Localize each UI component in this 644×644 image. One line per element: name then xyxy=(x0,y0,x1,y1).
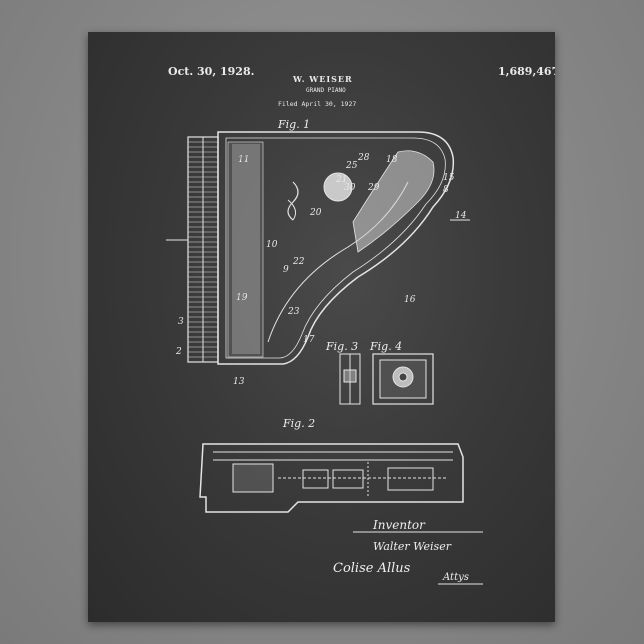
reference-numeral: 8 xyxy=(443,185,449,195)
reference-numeral: 22 xyxy=(292,257,305,267)
fig4-caption: Fig. 4 xyxy=(369,340,402,353)
reference-numeral: 16 xyxy=(404,295,416,305)
reference-numeral: 10 xyxy=(266,240,278,250)
fig1-caption: Fig. 1 xyxy=(277,118,310,131)
fig2-caption: Fig. 2 xyxy=(282,417,315,430)
fig3-caption: Fig. 3 xyxy=(325,340,358,353)
fig4-detail xyxy=(373,354,433,404)
reference-numeral: 18 xyxy=(386,155,398,165)
attorney-signature: Colise Allus xyxy=(333,561,411,576)
reference-numeral: 2 xyxy=(175,347,182,357)
reference-numeral: 13 xyxy=(233,377,245,387)
reference-numeral: 3 xyxy=(178,317,184,327)
inventor-signature: Walter Weiser xyxy=(373,540,452,553)
reference-numeral: 19 xyxy=(236,293,248,303)
reference-numeral: 29 xyxy=(367,183,380,193)
reference-numeral: 11 xyxy=(238,155,249,165)
patent-drawing: Fig. 1 Fig. 2 Fig. 3 Fig. 4 112825182130… xyxy=(88,32,555,622)
reference-numeral: 9 xyxy=(283,265,289,275)
fig1-piano-top-view xyxy=(166,132,470,364)
fig2-side-view xyxy=(200,444,463,512)
reference-numeral: 25 xyxy=(345,161,358,171)
signature-block: Inventor Walter Weiser Colise Allus Atty… xyxy=(333,518,483,584)
attorney-label: Attys xyxy=(442,572,469,583)
reference-numeral: 23 xyxy=(287,307,300,317)
reference-numeral: 15 xyxy=(443,173,455,183)
reference-numeral: 20 xyxy=(309,208,322,218)
inventor-heading: Inventor xyxy=(372,518,426,532)
patent-poster: Oct. 30, 1928. 1,689,467 W. WEISER GRAND… xyxy=(88,32,555,622)
fig3-detail xyxy=(340,354,360,404)
reference-numeral: 28 xyxy=(357,153,370,163)
reference-numeral: 17 xyxy=(303,335,315,345)
reference-numeral: 30 xyxy=(344,183,356,193)
reference-numeral: 14 xyxy=(455,211,467,221)
